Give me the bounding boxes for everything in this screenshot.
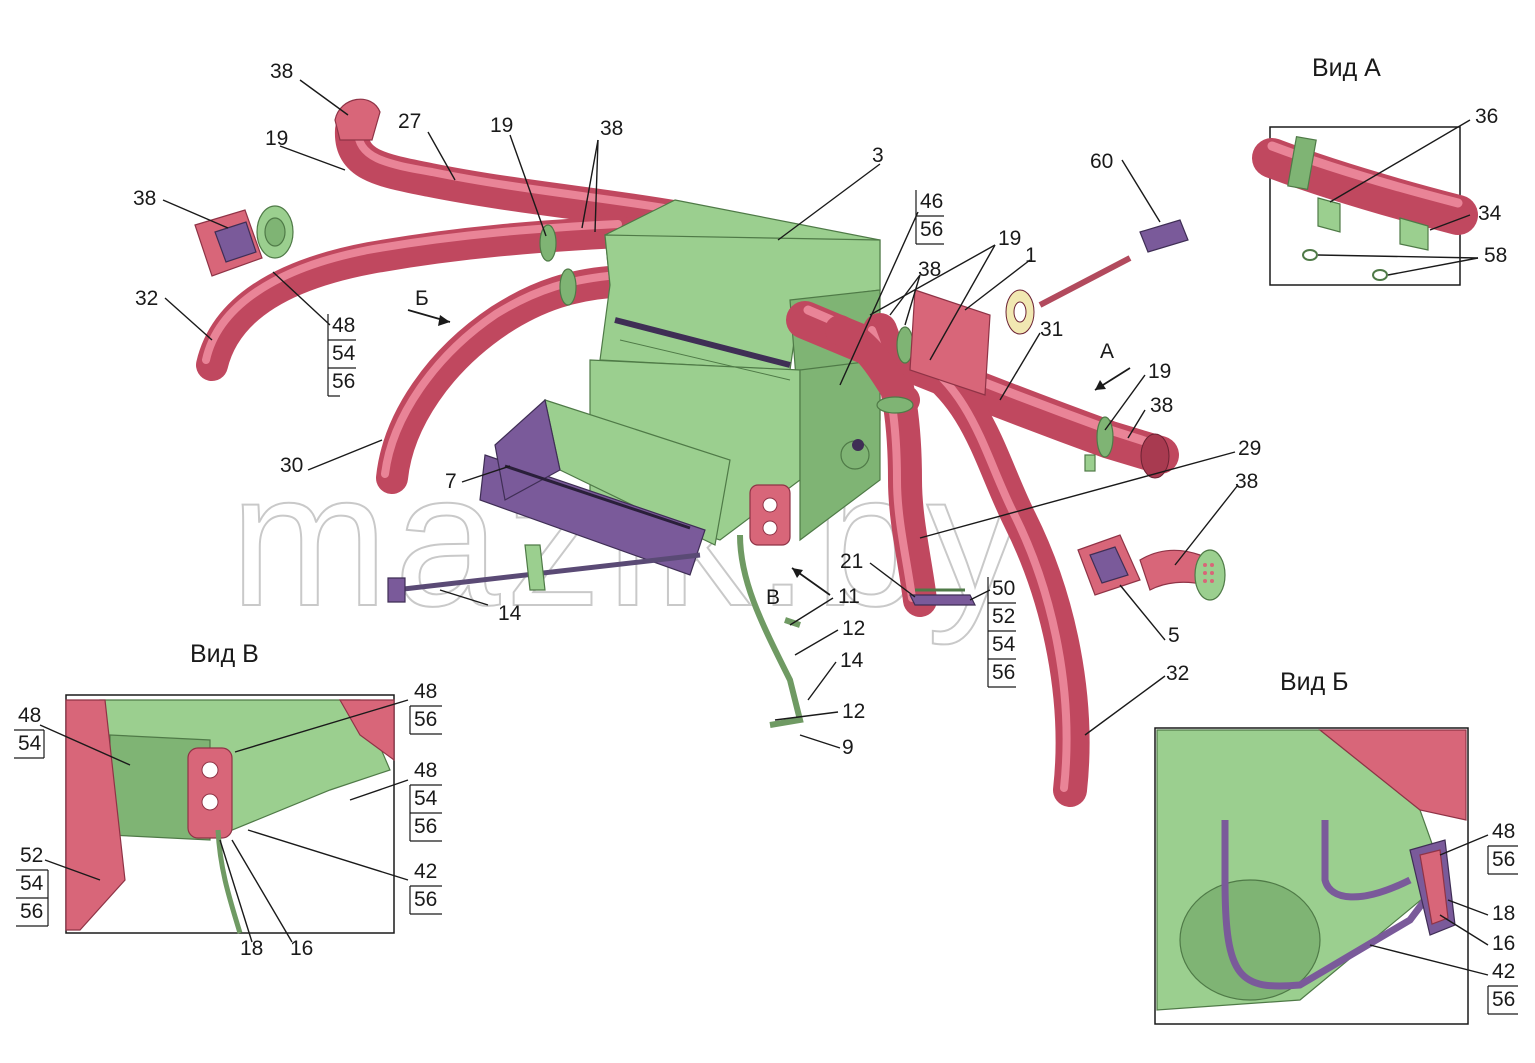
- view-v-inset: Вид В 48 54 48 56 48 54 56: [14, 640, 442, 960]
- svg-text:48: 48: [1492, 820, 1515, 843]
- svg-text:56: 56: [1492, 848, 1515, 871]
- view-v-callout-48-56: 48 56: [409, 680, 442, 735]
- svg-text:54: 54: [414, 787, 438, 810]
- callout-29: 29: [1238, 437, 1261, 460]
- callout-1: 1: [1025, 244, 1037, 267]
- view-v-title: Вид В: [190, 640, 259, 668]
- hose-32-right: [903, 343, 1090, 807]
- svg-text:42: 42: [414, 860, 437, 883]
- callout-27: 27: [398, 110, 421, 133]
- callout-14-b: 14: [840, 649, 864, 672]
- callout-stack-50-52-54-56: 50 52 54 56: [987, 577, 1016, 688]
- view-b-inset: Вид Б 48 56 18 16 42 56: [1154, 668, 1518, 1025]
- callout-stack-48-54-56-left: 48 54 56: [327, 314, 356, 397]
- direction-letter-v: В: [766, 586, 780, 609]
- svg-text:56: 56: [1492, 988, 1515, 1011]
- callout-30: 30: [280, 454, 303, 477]
- svg-text:56: 56: [332, 370, 355, 393]
- callout-3: 3: [872, 144, 884, 167]
- leader-lines: [162, 79, 1239, 749]
- panel-1: [909, 289, 991, 396]
- callout-9: 9: [842, 736, 854, 759]
- view-v-callout-52-54-56: 52 54 56: [16, 844, 49, 927]
- air-vent-fitting-38: [194, 205, 294, 277]
- view-v-callout-48-54-56: 48 54 56: [409, 759, 442, 842]
- callout-38-right: 38: [918, 258, 941, 281]
- callout-11: 11: [838, 585, 860, 608]
- view-b-callout-16: 16: [1492, 932, 1515, 955]
- bracket-21: [909, 588, 976, 606]
- callout-7: 7: [445, 470, 457, 493]
- svg-text:56: 56: [20, 900, 43, 923]
- callout-14-rod: 14: [498, 602, 522, 625]
- svg-text:48: 48: [414, 680, 437, 703]
- outlet-fitting-5: [1077, 534, 1226, 601]
- view-v-callout-16: 16: [290, 937, 313, 960]
- view-v-callout-48-54: 48 54: [14, 704, 45, 759]
- hose-elbow-38-top: [334, 98, 381, 141]
- view-b-callout-18: 18: [1492, 902, 1515, 925]
- svg-text:46: 46: [920, 190, 943, 213]
- svg-text:54: 54: [332, 342, 356, 365]
- direction-letter-b: Б: [415, 287, 429, 310]
- svg-text:56: 56: [920, 218, 943, 241]
- svg-text:54: 54: [18, 732, 42, 755]
- svg-text:56: 56: [992, 661, 1015, 684]
- callout-60: 60: [1090, 150, 1113, 173]
- svg-text:52: 52: [992, 605, 1015, 628]
- svg-text:56: 56: [414, 888, 437, 911]
- sensor-60: [1005, 219, 1189, 335]
- tray-7: [479, 398, 731, 576]
- callout-32-left: 32: [135, 287, 158, 310]
- clamps-right: [876, 326, 1114, 472]
- main-assembly: Б А В 38 27 19 19 38 3 38 32 48 54 56 30…: [133, 60, 1261, 807]
- svg-text:56: 56: [414, 708, 437, 731]
- callout-19-mid: 19: [490, 114, 513, 137]
- svg-text:42: 42: [1492, 960, 1515, 983]
- callout-38-leftbox: 38: [133, 187, 156, 210]
- callout-19-right: 19: [998, 227, 1021, 250]
- view-b-callout-48-56: 48 56: [1487, 820, 1518, 875]
- hose-upper-right-stub: [825, 315, 920, 415]
- callout-12-b: 12: [842, 700, 865, 723]
- svg-text:48: 48: [18, 704, 41, 727]
- callout-34: 34: [1478, 202, 1502, 225]
- svg-text:56: 56: [414, 815, 437, 838]
- svg-text:52: 52: [20, 844, 43, 867]
- view-b-title: Вид Б: [1280, 668, 1349, 696]
- direction-letter-a: А: [1100, 340, 1114, 363]
- hose-27: [335, 113, 707, 237]
- view-v-callout-42-56: 42 56: [409, 860, 442, 915]
- callout-58: 58: [1484, 244, 1507, 267]
- callout-5: 5: [1168, 624, 1180, 647]
- callout-32-right: 32: [1166, 662, 1189, 685]
- view-v-callout-18: 18: [240, 937, 263, 960]
- callout-38-outlet: 38: [1235, 470, 1258, 493]
- view-a-title: Вид А: [1312, 54, 1381, 82]
- callout-19-left: 19: [265, 127, 288, 150]
- view-b-callout-42-56: 42 56: [1487, 960, 1518, 1015]
- svg-text:54: 54: [992, 633, 1016, 656]
- clamp-19-mid: [539, 224, 577, 306]
- callout-36: 36: [1475, 105, 1498, 128]
- callout-stack-46-56: 46 56: [915, 190, 944, 245]
- callout-38-mid: 38: [600, 117, 623, 140]
- svg-text:54: 54: [20, 872, 44, 895]
- callout-19-far: 19: [1148, 360, 1171, 383]
- callout-31: 31: [1040, 318, 1063, 341]
- svg-text:48: 48: [414, 759, 437, 782]
- view-arrows: [407, 309, 1131, 596]
- callout-12-a: 12: [842, 617, 865, 640]
- svg-text:50: 50: [992, 577, 1015, 600]
- rod-14: [387, 544, 701, 603]
- callout-21: 21: [840, 550, 863, 573]
- callout-38-far: 38: [1150, 394, 1173, 417]
- view-a-inset: Вид А 36 34 58: [1252, 54, 1507, 286]
- svg-text:48: 48: [332, 314, 355, 337]
- callout-38-top: 38: [270, 60, 293, 83]
- flange-outlet: [737, 484, 804, 728]
